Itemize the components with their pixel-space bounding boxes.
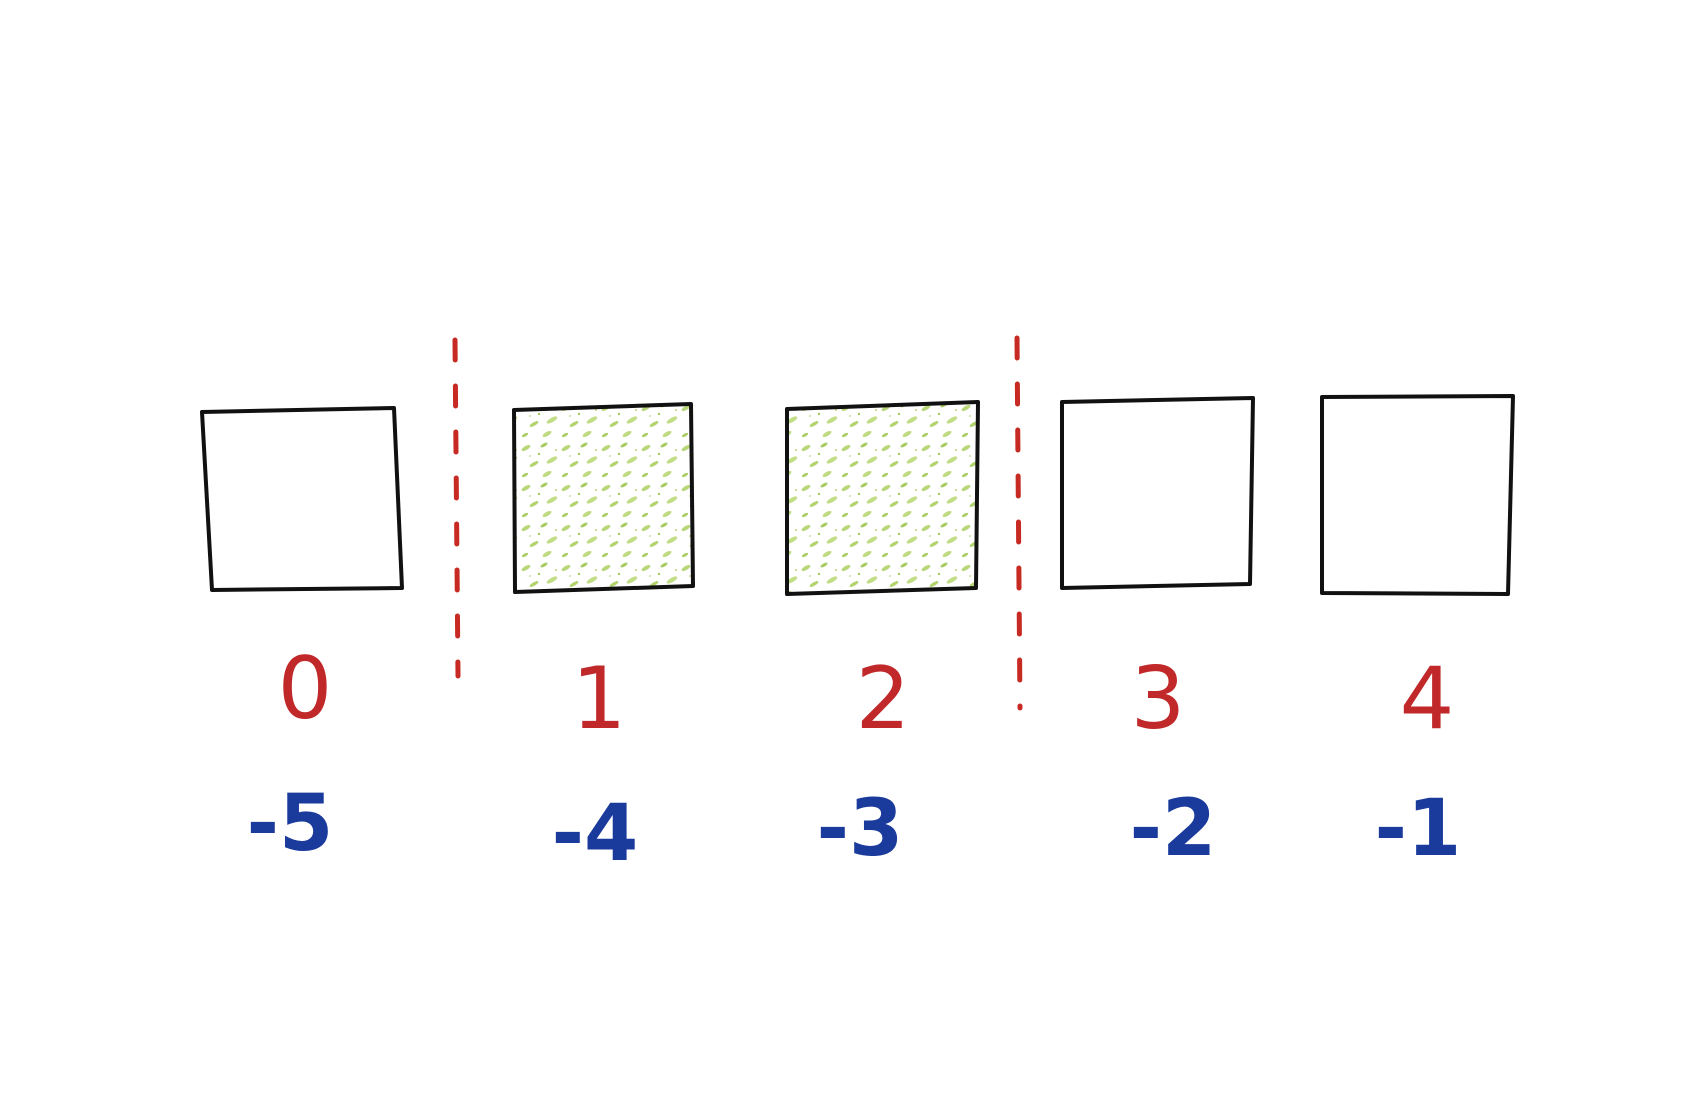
slice-start-cut-line	[452, 337, 461, 679]
negative-index-label-1: -4	[552, 789, 639, 879]
index-label-0: 0	[278, 639, 333, 739]
cell-0: 0 -5	[200, 406, 404, 869]
cell-3: 3 -2	[1060, 396, 1255, 874]
cell-2: 2 -3	[785, 400, 980, 874]
cuts-layer	[452, 335, 1023, 711]
index-label-3: 3	[1131, 649, 1186, 749]
cell-1: 1 -4	[512, 402, 695, 879]
box-3	[1060, 396, 1255, 590]
negative-index-label-2: -3	[817, 784, 904, 874]
box-0	[200, 406, 404, 592]
cell-4: 4 -1	[1320, 394, 1515, 874]
box-2	[785, 400, 980, 596]
cells-layer: 0 -5 1 -4 2 -3 3 -2 4 -1	[200, 394, 1515, 879]
slice-end-cut-line	[1014, 335, 1023, 711]
negative-index-label-4: -1	[1375, 784, 1462, 874]
box-4	[1320, 394, 1515, 596]
index-label-4: 4	[1400, 649, 1455, 749]
negative-index-label-0: -5	[247, 779, 334, 869]
index-label-1: 1	[572, 649, 627, 749]
index-label-2: 2	[856, 649, 911, 749]
box-1	[512, 402, 695, 594]
negative-index-label-3: -2	[1130, 784, 1217, 874]
